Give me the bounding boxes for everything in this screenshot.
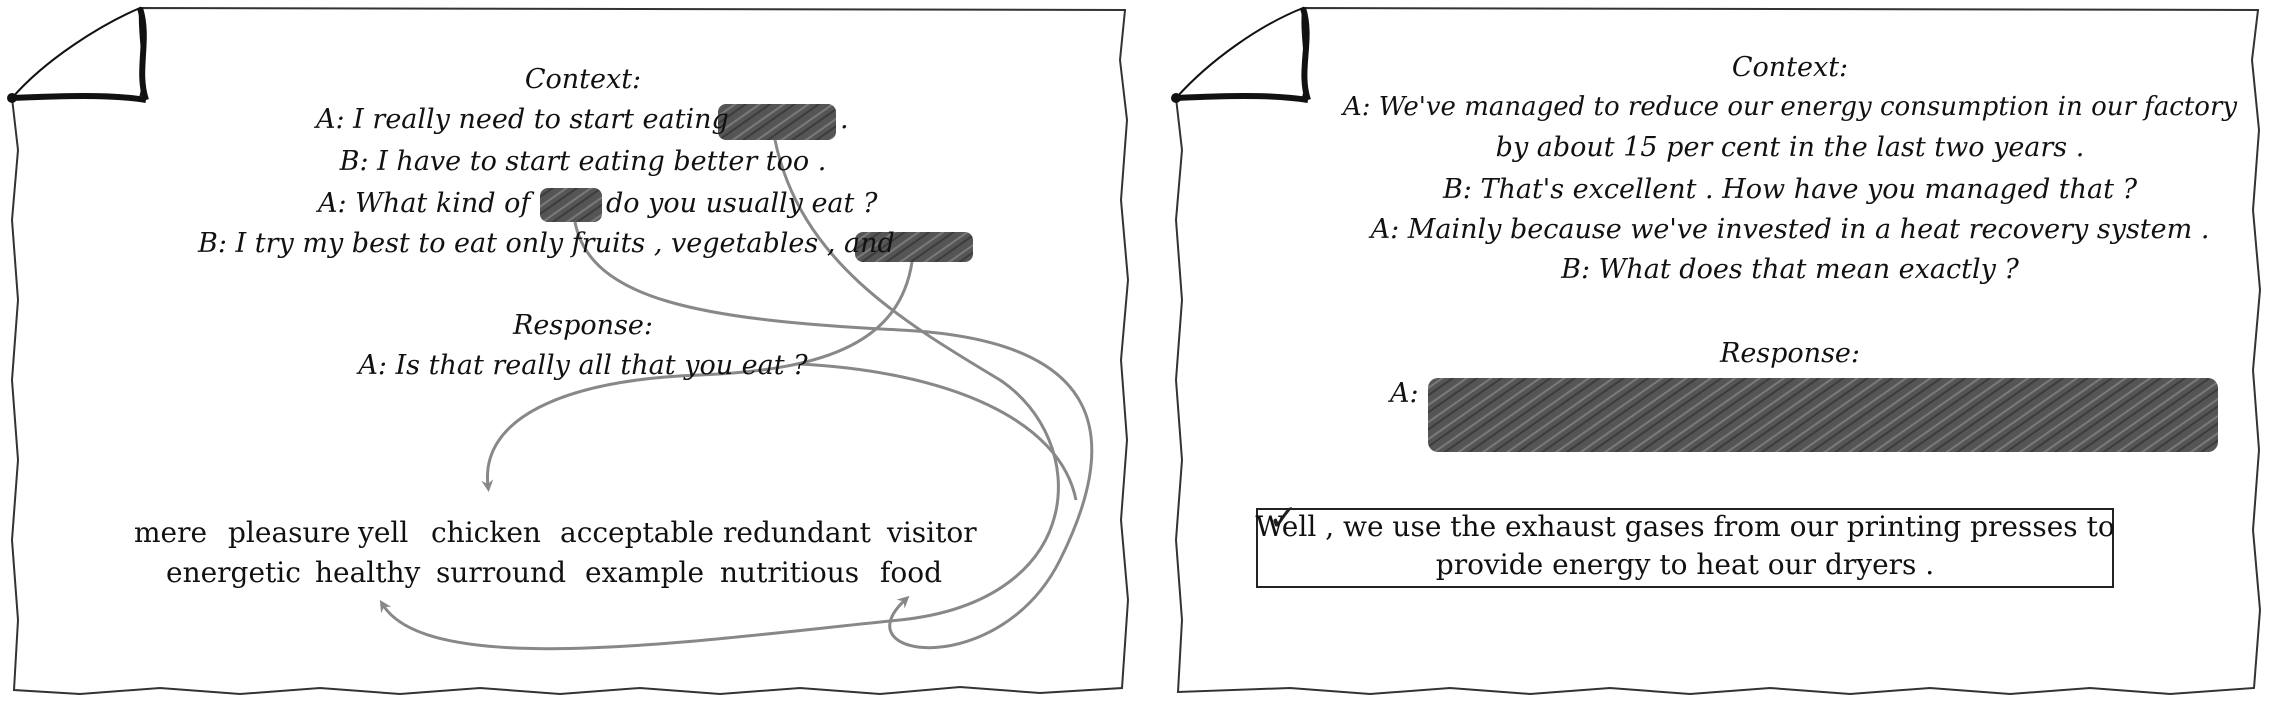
arrow-masked1-to-healthy xyxy=(379,139,1060,651)
word-redundant: redundant xyxy=(723,516,871,549)
word-energetic: energetic xyxy=(166,556,301,589)
word-example: example xyxy=(585,556,705,589)
right-response-label: Response: xyxy=(1719,338,1861,369)
word-visitor: visitor xyxy=(887,516,977,549)
arrow-masked2-to-food xyxy=(573,221,1094,650)
word-food: food xyxy=(880,556,943,589)
arrow-masked3-to-chicken xyxy=(481,261,914,492)
word-mere: mere xyxy=(134,516,208,549)
right-context-line-3: B: That's excellent . How have you manag… xyxy=(1442,174,2138,205)
left-context-line-4: B: I try my best to eat only fruits , ve… xyxy=(198,228,895,259)
masked-word-3 xyxy=(855,232,973,262)
right-context-line-2: by about 15 per cent in the last two yea… xyxy=(1495,132,2085,163)
left-context-line-3b: do you usually eat ? xyxy=(606,188,878,219)
word-healthy: healthy xyxy=(315,556,421,589)
right-response-speaker: A: xyxy=(1390,378,1419,409)
left-context-line-1-end: . xyxy=(840,104,849,135)
right-context-label: Context: xyxy=(1731,52,1849,83)
left-paper xyxy=(10,6,1130,696)
arrow-response-connector xyxy=(799,362,1078,501)
word-yell: yell xyxy=(358,516,409,549)
answer-line-1: Well , we use the exhaust gases from our… xyxy=(1255,510,2115,543)
left-context-line-1: A: I really need to start eating xyxy=(316,104,729,135)
left-response-label: Response: xyxy=(512,310,654,341)
answer-box xyxy=(1256,508,2114,588)
left-context-label: Context: xyxy=(524,64,642,95)
check-mark-icon: ✓ xyxy=(1268,498,1299,539)
word-surround: surround xyxy=(436,556,567,589)
right-context-line-1: A: We've managed to reduce our energy co… xyxy=(1342,92,2238,122)
left-fold-corner xyxy=(9,6,145,100)
masked-response xyxy=(1428,378,2218,452)
right-context-line-5: B: What does that mean exactly ? xyxy=(1561,254,2019,285)
word-nutritious: nutritious xyxy=(720,556,860,589)
word-chicken: chicken xyxy=(431,516,541,549)
left-context-line-3a: A: What kind of xyxy=(318,188,531,219)
right-context-line-4: A: Mainly because we've invested in a he… xyxy=(1370,214,2210,245)
right-fold-corner xyxy=(1173,6,1307,100)
word-pleasure: pleasure xyxy=(228,516,351,549)
word-acceptable: acceptable xyxy=(560,516,714,549)
answer-line-2: provide energy to heat our dryers . xyxy=(1435,548,1935,581)
left-response-text: A: Is that really all that you eat ? xyxy=(358,350,808,381)
masked-word-1 xyxy=(718,104,836,140)
masked-word-2 xyxy=(540,188,602,222)
left-context-line-2: B: I have to start eating better too . xyxy=(339,146,827,177)
